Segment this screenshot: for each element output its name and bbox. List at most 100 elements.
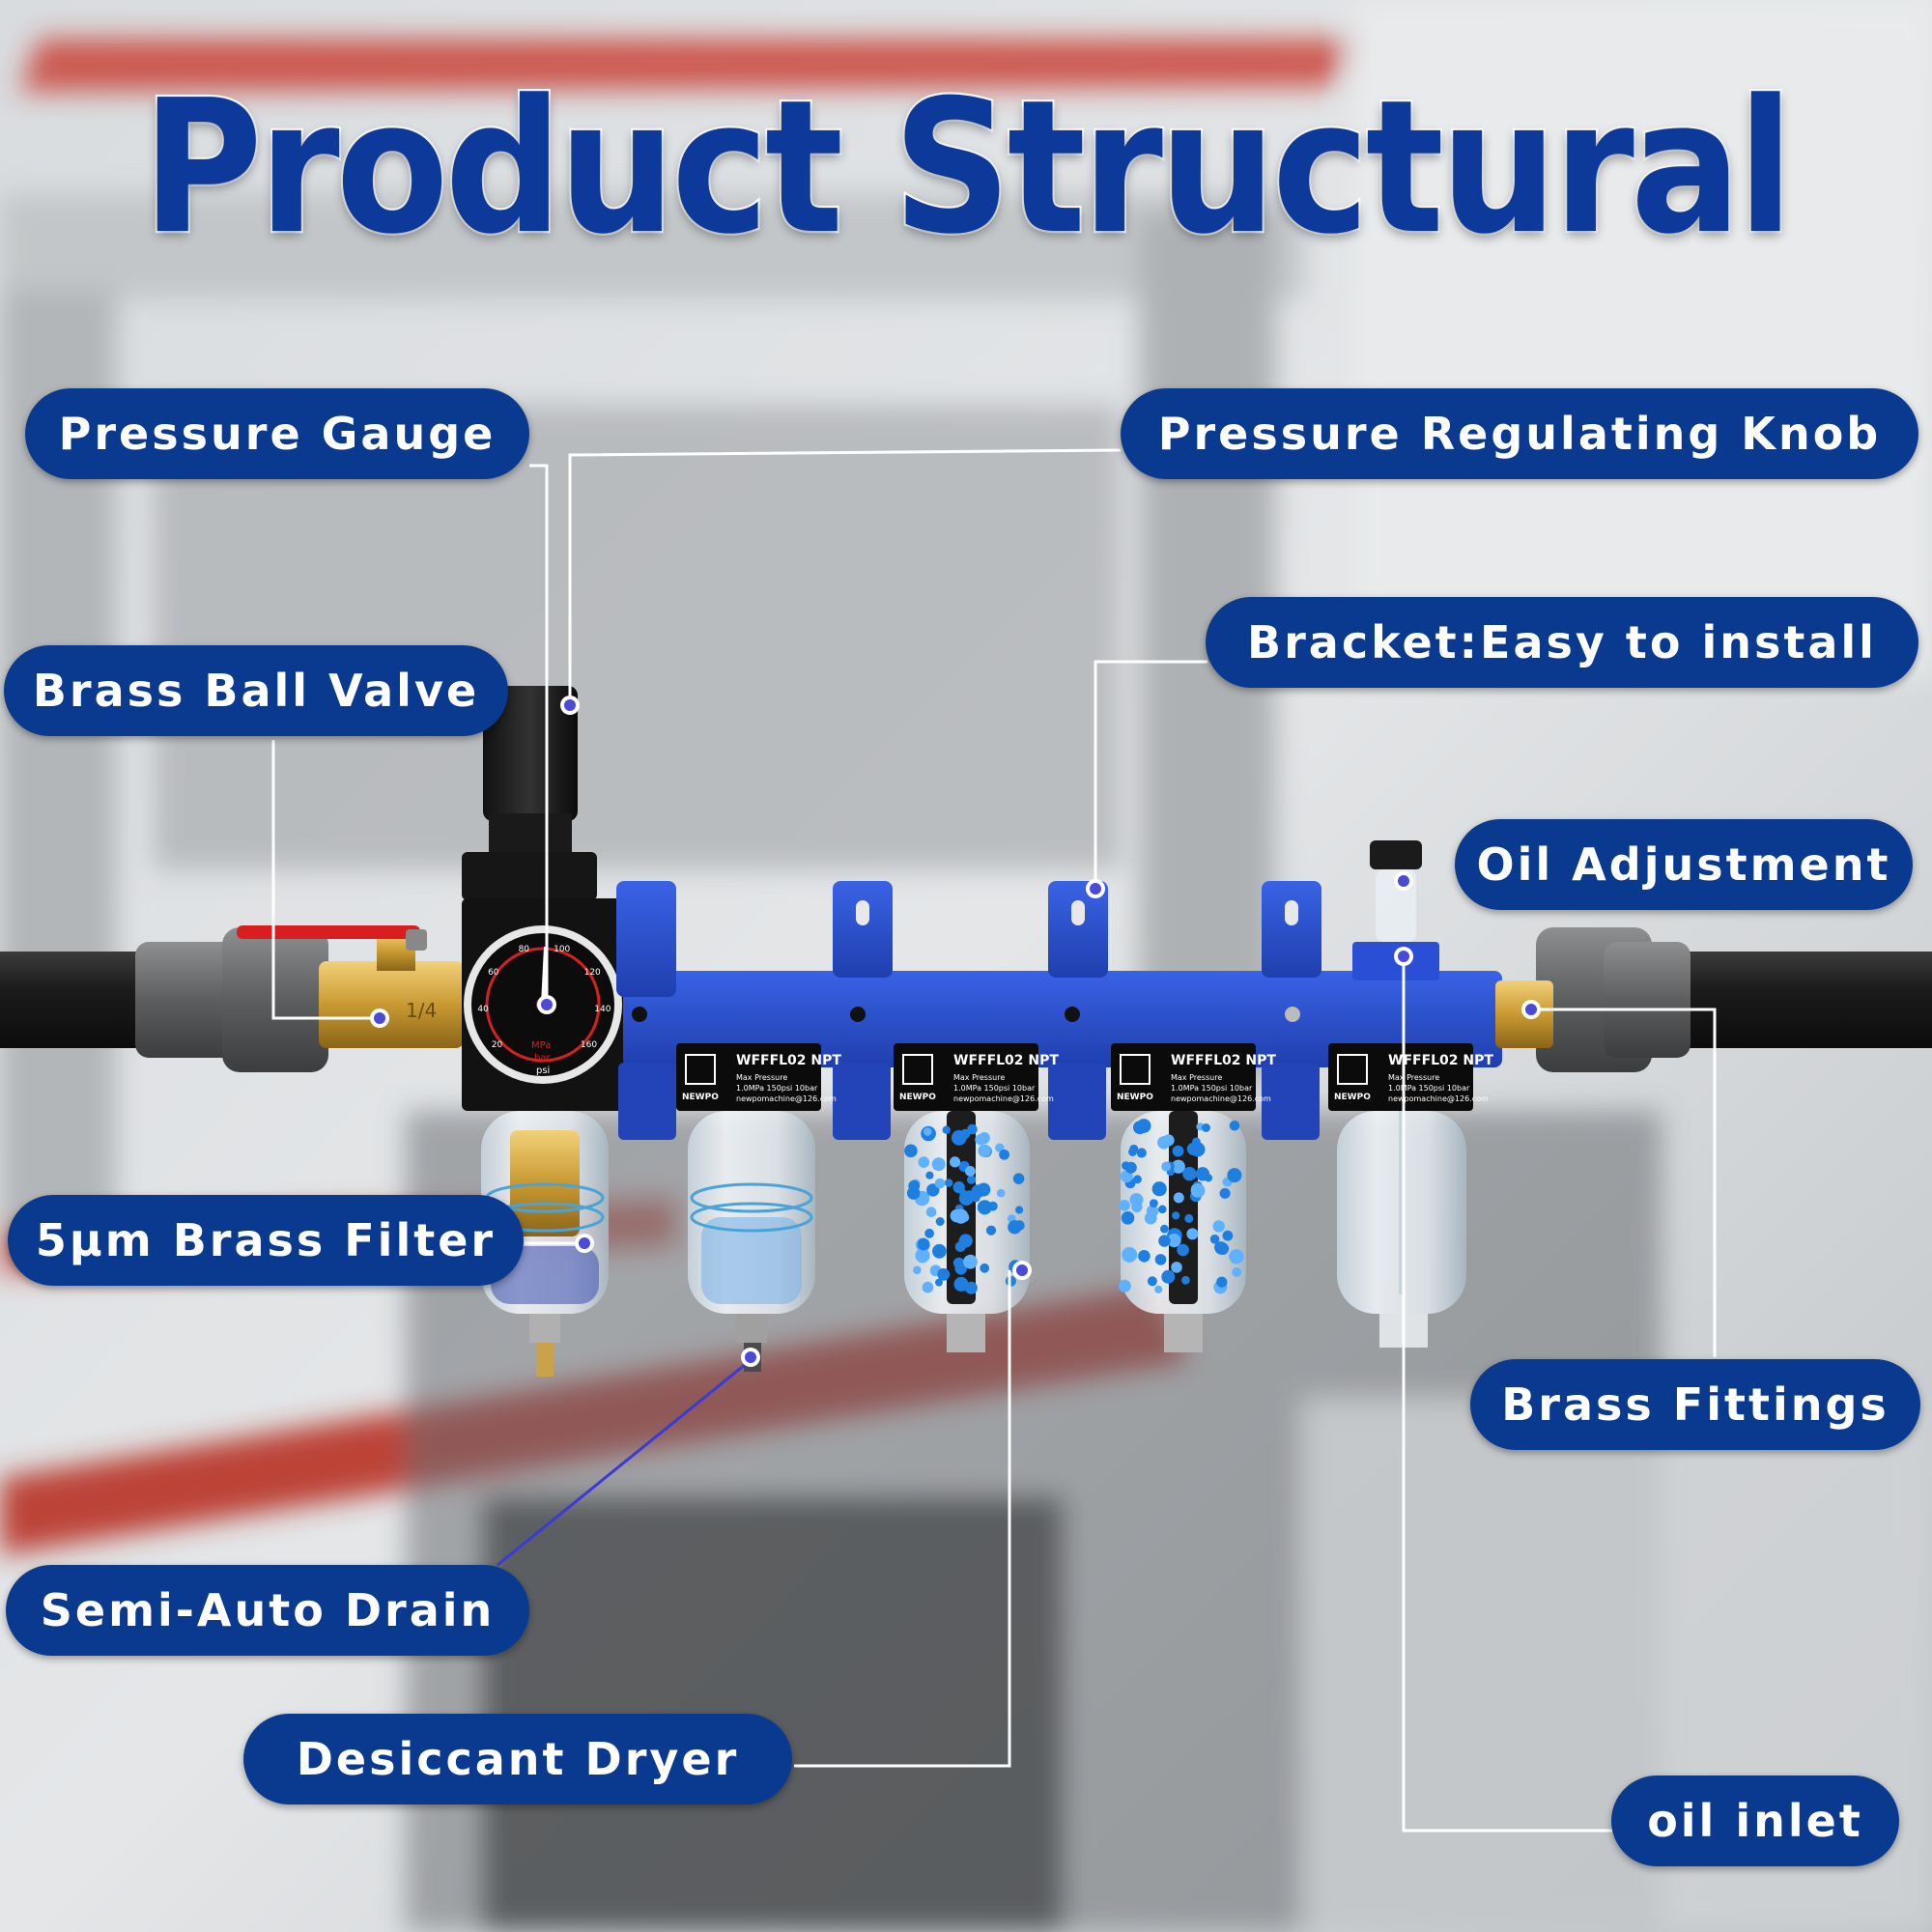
desiccant-bead	[1219, 1187, 1231, 1199]
desiccant-bead	[958, 1191, 974, 1206]
desiccant-bead	[924, 1228, 934, 1238]
desiccant-bead	[917, 1237, 930, 1251]
desiccant-bead	[975, 1134, 986, 1146]
mounting-bracket	[616, 881, 1502, 1140]
desiccant-bead	[988, 1201, 998, 1211]
gauge-tick-label: 160	[581, 1040, 597, 1050]
callout-desiccant-dryer: Desiccant Dryer	[243, 1714, 792, 1804]
desiccant-bead	[1181, 1275, 1190, 1285]
label-spec-line: newpomachine@126.com	[736, 1094, 837, 1103]
desiccant-bead	[923, 1127, 932, 1136]
desiccant-bead	[1128, 1148, 1137, 1156]
desiccant-bead	[1171, 1159, 1185, 1174]
desiccant-bead	[1150, 1199, 1158, 1208]
gauge-tick-label: 140	[594, 1005, 611, 1014]
desiccant-bead	[963, 1254, 978, 1269]
desiccant-bead	[964, 1281, 978, 1294]
desiccant-bead	[937, 1267, 951, 1281]
desiccant-bead	[1209, 1235, 1220, 1244]
desiccant-bead	[1118, 1279, 1131, 1293]
gauge-tick-label: 40	[477, 1005, 489, 1014]
desiccant-bead	[932, 1243, 947, 1259]
desiccant-bead	[1122, 1246, 1138, 1263]
desiccant-bead	[971, 1193, 980, 1203]
desiccant-bead	[1160, 1224, 1169, 1234]
desiccant-bead	[944, 1179, 953, 1187]
label-spec-line: Max Pressure	[1388, 1073, 1439, 1082]
desiccant-bead	[985, 1225, 997, 1236]
desiccant-bead	[951, 1129, 967, 1146]
desiccant-bead	[1190, 1183, 1206, 1198]
desiccant-bead	[931, 1157, 946, 1172]
desiccant-bead	[1214, 1241, 1228, 1255]
callout-brass-ball-valve: Brass Ball Valve	[4, 645, 508, 736]
desiccant-bead	[965, 1166, 976, 1177]
desiccant-bead	[1190, 1142, 1206, 1157]
label-model: WFFFL02 NPT	[953, 1053, 1059, 1068]
callout-pressure-gauge: Pressure Gauge	[25, 388, 529, 479]
label-spec-line: Max Pressure	[1171, 1073, 1222, 1082]
desiccant-bead	[1182, 1167, 1197, 1181]
desiccant-bead	[934, 1178, 946, 1189]
desiccant-bead	[1138, 1250, 1151, 1263]
desiccant-bead	[1216, 1276, 1228, 1288]
callout-pressure-regulating-knob: Pressure Regulating Knob	[1121, 388, 1918, 479]
pressure-regulating-knob[interactable]	[462, 686, 597, 900]
desiccant-bead	[1154, 1254, 1167, 1265]
desiccant-bead	[1177, 1243, 1189, 1257]
label-spec-line: newpomachine@126.com	[953, 1094, 1054, 1103]
label-spec-line: Max Pressure	[736, 1073, 787, 1082]
callout-bracket: Bracket:Easy to install	[1206, 597, 1918, 688]
desiccant-bead	[1222, 1230, 1234, 1241]
label-spec-line: newpomachine@126.com	[1388, 1094, 1489, 1103]
desiccant-bead	[1186, 1228, 1199, 1240]
desiccant-bead	[1124, 1161, 1137, 1174]
desiccant-bead	[1195, 1167, 1210, 1181]
desiccant-bead	[999, 1149, 1009, 1160]
gauge-tick-label: 100	[554, 945, 570, 954]
gauge-tick-label: 20	[492, 1040, 503, 1050]
desiccant-bead	[1014, 1220, 1025, 1231]
desiccant-bead	[1119, 1200, 1130, 1211]
desiccant-bead	[922, 1281, 934, 1293]
label-spec-line: 1.0MPa 150psi 10bar	[736, 1084, 818, 1093]
desiccant-bead	[1012, 1173, 1025, 1184]
desiccant-bead	[1173, 1192, 1184, 1204]
desiccant-bead	[1172, 1211, 1180, 1220]
gauge-unit-mpa: MPa	[531, 1040, 551, 1051]
desiccant-bead	[915, 1248, 930, 1264]
brass-ball-valve[interactable]: 1/4	[237, 925, 464, 1048]
label-spec-line: 1.0MPa 150psi 10bar	[1388, 1084, 1470, 1093]
desiccant-bead	[1121, 1211, 1135, 1225]
leader-lines	[271, 448, 1717, 1833]
callout-oil-inlet: oil inlet	[1611, 1776, 1899, 1866]
page-title: Product Structural	[140, 59, 1796, 277]
callout-brass-fittings: Brass Fittings	[1470, 1359, 1920, 1450]
callout-oil-adjustment: Oil Adjustment	[1455, 819, 1913, 910]
callout-brass-filter: 5µm Brass Filter	[8, 1195, 524, 1286]
desiccant-bead	[950, 1156, 961, 1168]
desiccant-bead	[1144, 1211, 1157, 1225]
air-pipe	[0, 927, 1932, 1072]
desiccant-bead	[980, 1263, 990, 1273]
desiccant-bead	[997, 1188, 1006, 1198]
desiccant-bead	[925, 1171, 934, 1179]
label-model: WFFFL02 NPT	[1388, 1053, 1493, 1068]
label-spec-line: 1.0MPa 150psi 10bar	[1171, 1084, 1253, 1093]
desiccant-bead	[925, 1207, 937, 1217]
desiccant-bead	[926, 1183, 940, 1197]
desiccant-bead	[942, 1125, 951, 1134]
desiccant-bead	[1172, 1145, 1184, 1157]
desiccant-bead	[1133, 1175, 1142, 1184]
desiccant-bead	[978, 1144, 991, 1157]
desiccant-bead	[954, 1263, 968, 1275]
desiccant-bead	[977, 1200, 992, 1215]
desiccant-bead	[1154, 1285, 1163, 1293]
